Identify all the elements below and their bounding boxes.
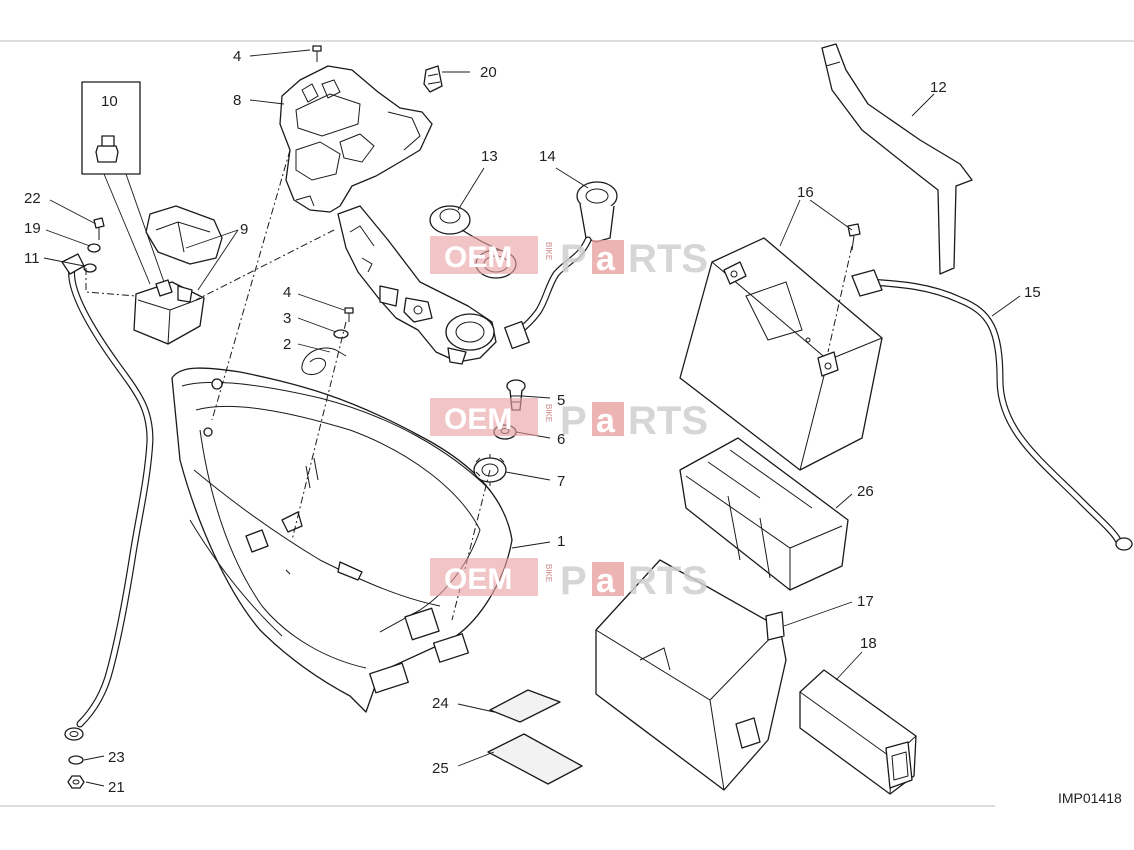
svg-text:P: P	[560, 237, 587, 281]
callout-9: 9	[240, 221, 248, 238]
part-26-battery-tray	[679, 437, 849, 591]
callout-12: 12	[930, 79, 947, 96]
callout-21: 21	[108, 779, 125, 796]
callout-26: 26	[857, 483, 874, 500]
part-4-screw-mid	[344, 307, 354, 322]
diagram-code: IMP01418	[1058, 790, 1122, 806]
part-10-fuse-box	[81, 81, 141, 175]
leader-lines	[43, 49, 1021, 787]
callout-16: 16	[797, 184, 814, 201]
watermark-1: OEM BIKE P a RTS	[430, 236, 708, 281]
callout-15: 15	[1024, 284, 1041, 301]
svg-text:BIKE: BIKE	[544, 564, 553, 582]
part-2-spring-clip	[301, 347, 347, 375]
watermark-2: OEM BIKE P a RTS	[430, 398, 708, 443]
callout-14: 14	[539, 148, 556, 165]
part-12-strap	[821, 43, 973, 275]
part-23-washer	[68, 755, 84, 765]
svg-text:OEM: OEM	[444, 403, 512, 436]
assembly-lines	[85, 149, 853, 621]
svg-text:a: a	[596, 402, 616, 440]
callout-23: 23	[108, 749, 125, 766]
callout-4-top: 4	[233, 48, 241, 65]
callout-22: 22	[24, 190, 41, 207]
callout-labels: 1 2 3 4 4 5 6 7 8 9 10 11 12 13 14 15 16…	[24, 48, 1041, 796]
part-14-socket	[504, 181, 618, 350]
callout-19: 19	[24, 220, 41, 237]
callout-25: 25	[432, 760, 449, 777]
callout-17: 17	[857, 593, 874, 610]
callout-5: 5	[557, 392, 565, 409]
svg-text:P: P	[560, 559, 587, 603]
part-11-lug	[83, 263, 97, 273]
part-21-nut	[67, 775, 85, 789]
part-24-pad	[489, 689, 561, 723]
svg-text:RTS: RTS	[628, 237, 708, 281]
part-16-screw	[847, 223, 861, 251]
callout-13: 13	[481, 148, 498, 165]
svg-text:BIKE: BIKE	[544, 242, 553, 260]
part-25-pad	[487, 733, 583, 785]
part-4-screw-top	[312, 45, 322, 62]
callout-20: 20	[480, 64, 497, 81]
part-22-screw	[93, 217, 105, 240]
svg-text:P: P	[560, 399, 587, 443]
part-20-clip	[423, 65, 443, 93]
part-3-washer	[333, 329, 349, 339]
callout-11: 11	[24, 250, 40, 267]
watermark-3: OEM BIKE P a RTS	[430, 558, 708, 603]
part-19-washer	[87, 243, 101, 253]
callout-10: 10	[101, 93, 118, 110]
callout-4-mid: 4	[283, 284, 291, 301]
part-18-module	[799, 669, 917, 795]
callout-3: 3	[283, 310, 291, 327]
callout-7: 7	[557, 473, 565, 490]
callout-24: 24	[432, 695, 449, 712]
svg-text:OEM: OEM	[444, 241, 512, 274]
part-11-ground-cable	[61, 253, 154, 741]
svg-text:RTS: RTS	[628, 399, 708, 443]
svg-text:a: a	[596, 562, 616, 600]
svg-text:a: a	[596, 240, 616, 278]
part-8-bracket	[279, 65, 497, 365]
svg-text:RTS: RTS	[628, 559, 708, 603]
part-15-battery-cable	[851, 269, 1133, 551]
svg-text:BIKE: BIKE	[544, 404, 553, 422]
callout-6: 6	[557, 431, 565, 448]
svg-text:OEM: OEM	[444, 563, 512, 596]
callout-2: 2	[283, 336, 291, 353]
callout-1: 1	[557, 533, 565, 550]
callout-8: 8	[233, 92, 241, 109]
part-16-battery	[679, 237, 883, 471]
callout-18: 18	[860, 635, 877, 652]
part-9-relay	[133, 205, 223, 345]
part-17-battery-box	[595, 559, 787, 791]
